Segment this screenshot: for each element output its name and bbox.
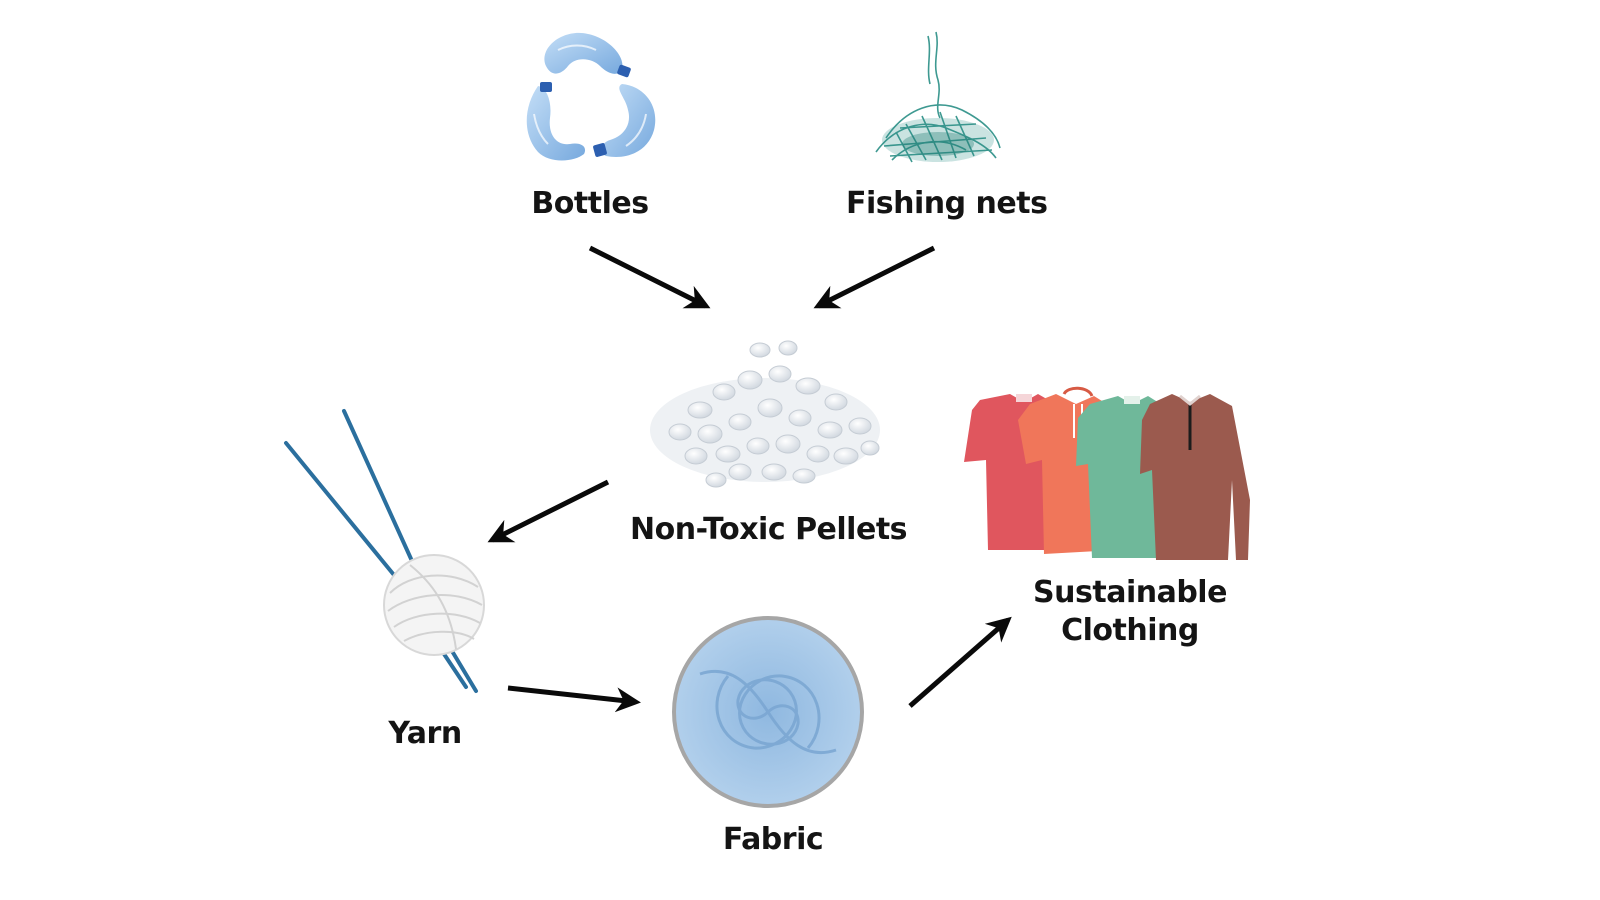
clothing-label: Sustainable Clothing xyxy=(1030,574,1230,650)
arrow-bottles-to-pellets xyxy=(588,245,711,309)
arrow-yarn-to-fabric xyxy=(507,685,641,713)
plastic-pellets-icon xyxy=(650,340,880,488)
clothing-label-line-1: Sustainable xyxy=(1033,575,1227,610)
clothing-label-line-2: Clothing xyxy=(1061,613,1199,648)
recycled-bottles-icon xyxy=(526,32,656,161)
yarn-label: Yarn xyxy=(388,716,462,751)
pellets-label: Non-Toxic Pellets xyxy=(630,512,908,547)
fishing-net-icon xyxy=(875,31,1001,163)
fabric-label: Fabric xyxy=(722,822,824,857)
shirts-icon xyxy=(964,386,1250,560)
arrow-nets-to-pellets xyxy=(813,245,936,309)
arrow-pellets-to-yarn xyxy=(487,479,610,543)
arrow-fabric-to-clothing xyxy=(908,616,1012,708)
yarn-ball-needles-icon xyxy=(284,409,485,693)
fishing-nets-label: Fishing nets xyxy=(846,186,1048,221)
fabric-swirl-icon xyxy=(672,616,864,808)
bottles-label: Bottles xyxy=(531,186,649,221)
